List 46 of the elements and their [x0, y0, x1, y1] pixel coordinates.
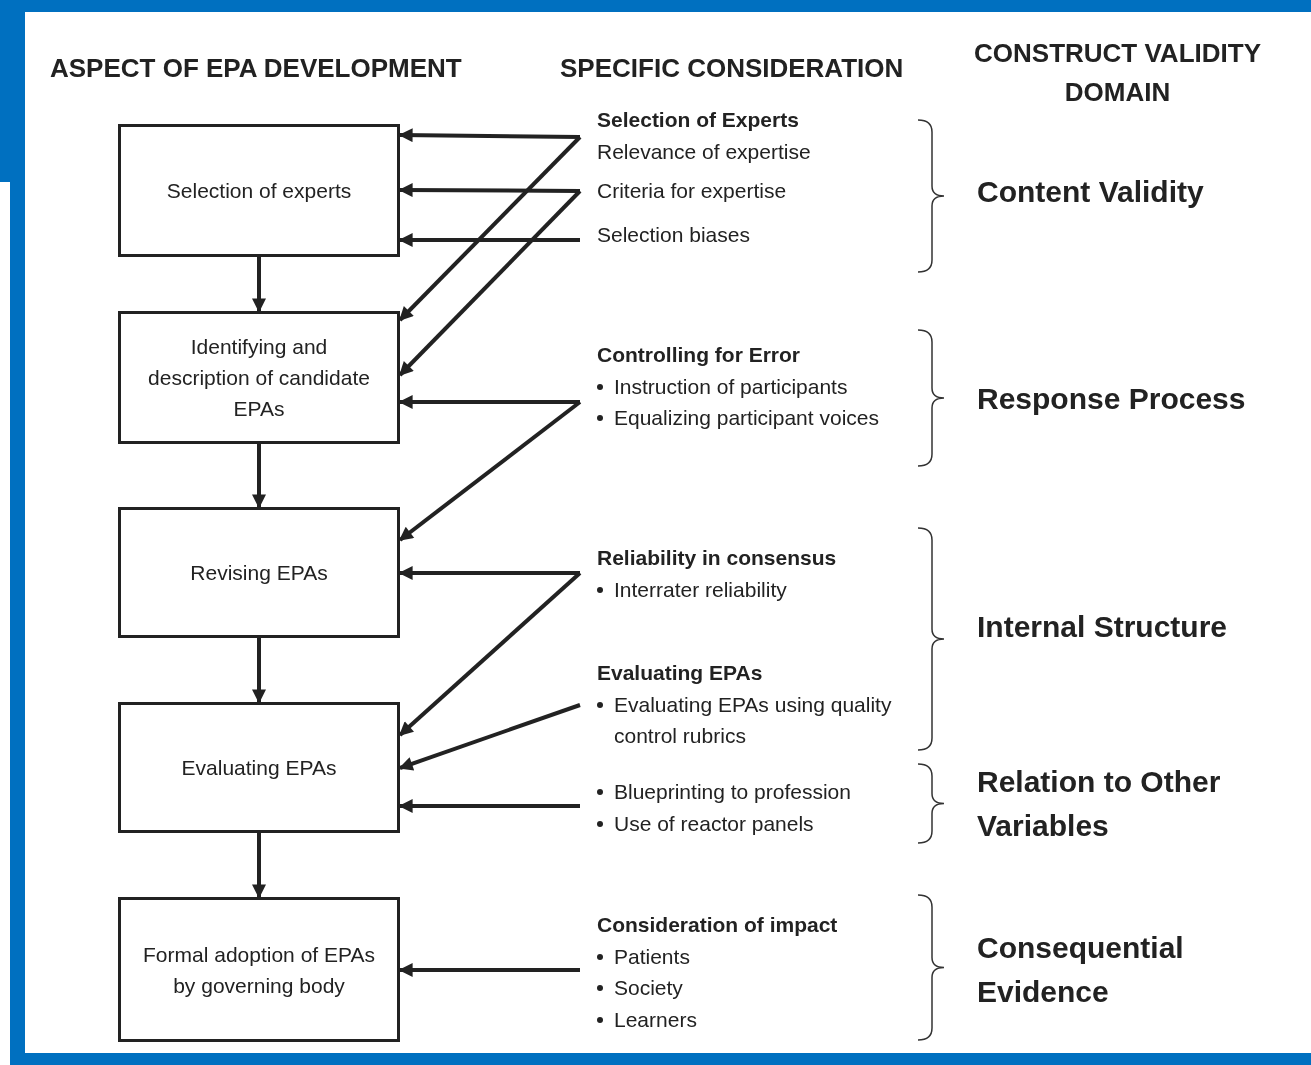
column-header: ASPECT OF EPA DEVELOPMENT — [50, 52, 463, 85]
bullet-text: Blueprinting to profession — [614, 779, 851, 805]
arrow — [398, 799, 580, 813]
bullet-text: Instruction of participants — [614, 373, 848, 400]
domain-label: Consequential Evidence — [977, 930, 1185, 1010]
arrow — [398, 128, 581, 143]
domain-label: Content Validity — [977, 174, 1205, 210]
section-heading: Controlling for Error — [597, 342, 801, 368]
process-box: Identifying and description of candidate EPAs — [118, 311, 400, 444]
bullet-text: Learners — [614, 1006, 697, 1033]
domain-label: Response Process — [977, 381, 1247, 417]
arrow — [252, 638, 266, 704]
column-header: SPECIFIC CONSIDERATION — [560, 52, 905, 85]
bullet-text: Patients — [614, 943, 690, 970]
consideration-text: Criteria for expertise — [597, 178, 788, 204]
domain-label: Internal Structure — [977, 609, 1229, 645]
bullet-text: Society — [614, 975, 683, 1001]
arrow — [398, 135, 582, 322]
section-heading: Evaluating EPAs — [597, 660, 764, 686]
arrow — [398, 395, 580, 409]
column-header: CONSTRUCT VALIDITY DOMAIN — [973, 37, 1262, 109]
process-box: Selection of experts — [118, 124, 400, 257]
arrow — [398, 963, 580, 977]
bullet-text: Interrater reliability — [614, 576, 787, 603]
arrow — [252, 257, 266, 313]
arrow — [398, 400, 582, 542]
arrow — [398, 233, 580, 247]
consideration-text: Selection biases — [597, 222, 751, 248]
process-box: Evaluating EPAs — [118, 702, 400, 833]
section-heading: Selection of Experts — [597, 107, 800, 133]
bullet-text: Evaluating EPAs using quality control rubrics — [614, 691, 893, 749]
section-heading: Reliability in consensus — [597, 545, 838, 571]
arrow — [398, 189, 582, 377]
arrow — [252, 444, 266, 509]
domain-label: Relation to Other Variables — [977, 764, 1222, 844]
arrow — [398, 566, 580, 580]
bullet-text: Use of reactor panels — [614, 810, 814, 837]
section-heading: Consideration of impact — [597, 912, 839, 938]
process-box: Revising EPAs — [118, 507, 400, 638]
arrow — [398, 183, 580, 198]
consideration-text: Relevance of expertise — [597, 138, 812, 165]
process-box: Formal adoption of EPAs by governing body — [118, 897, 400, 1042]
arrow — [398, 571, 582, 737]
arrow — [398, 703, 581, 771]
bullet-text: Equalizing participant voices — [614, 405, 879, 431]
arrow — [252, 833, 266, 899]
